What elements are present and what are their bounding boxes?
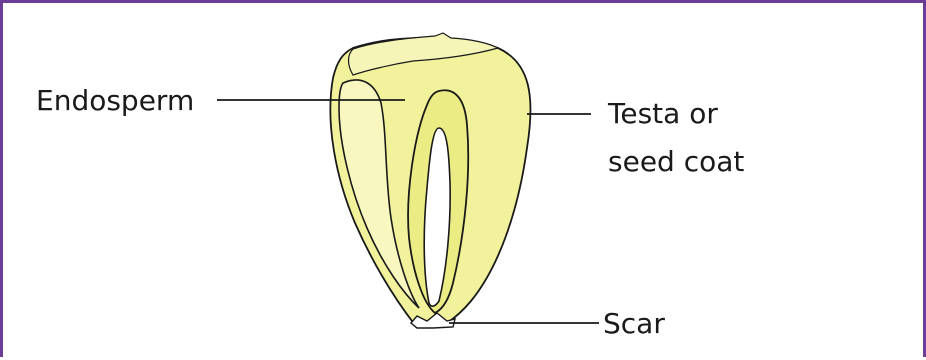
- label-testa-line1: Testa or: [607, 97, 718, 130]
- seed-diagram: Endosperm Testa or seed coat Scar: [3, 3, 926, 360]
- label-scar: Scar: [603, 307, 665, 340]
- label-testa-line2: seed coat: [608, 145, 744, 178]
- label-endosperm: Endosperm: [36, 84, 194, 117]
- seed-illustration: [330, 33, 530, 328]
